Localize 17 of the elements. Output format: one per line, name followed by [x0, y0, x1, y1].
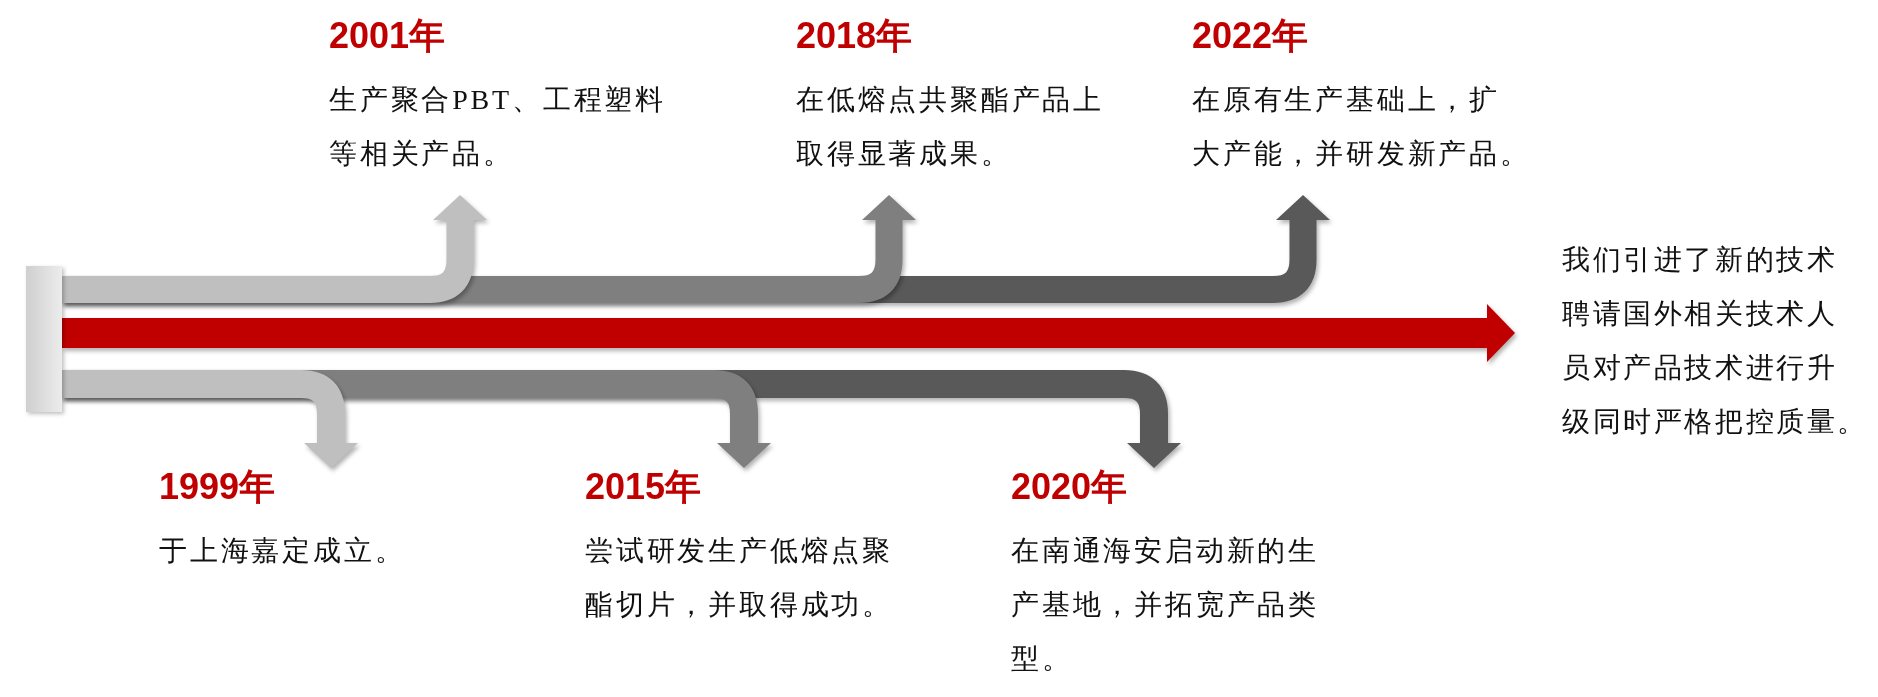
year-label: 2001年 [329, 18, 446, 54]
arrow [62, 304, 1515, 362]
description-text: 我们引进了新的技术聘请国外相关技术人员对产品技术进行升级同时严格把控质量。 [1562, 243, 1868, 439]
description-text: 生产聚合PBT、工程塑料等相关产品。 [329, 83, 666, 171]
curved-arrow [62, 195, 487, 303]
curved-arrow [62, 370, 358, 468]
year-label: 2015年 [585, 469, 702, 505]
description-text: 在南通海安启动新的生产基地，并拓宽产品类型。 [1011, 534, 1319, 676]
start-bar [26, 266, 62, 412]
year-label: 2022年 [1192, 18, 1309, 54]
year-label: 2020年 [1011, 469, 1128, 505]
description-text: 于上海嘉定成立。 [159, 534, 406, 568]
description-text: 在原有生产基础上，扩大产能，并研发新产品。 [1192, 83, 1531, 171]
year-label: 2018年 [796, 18, 913, 54]
year-label: 1999年 [159, 469, 276, 505]
description-text: 在低熔点共聚酯产品上取得显著成果。 [796, 83, 1104, 171]
description-text: 尝试研发生产低熔点聚酯切片，并取得成功。 [585, 534, 893, 622]
